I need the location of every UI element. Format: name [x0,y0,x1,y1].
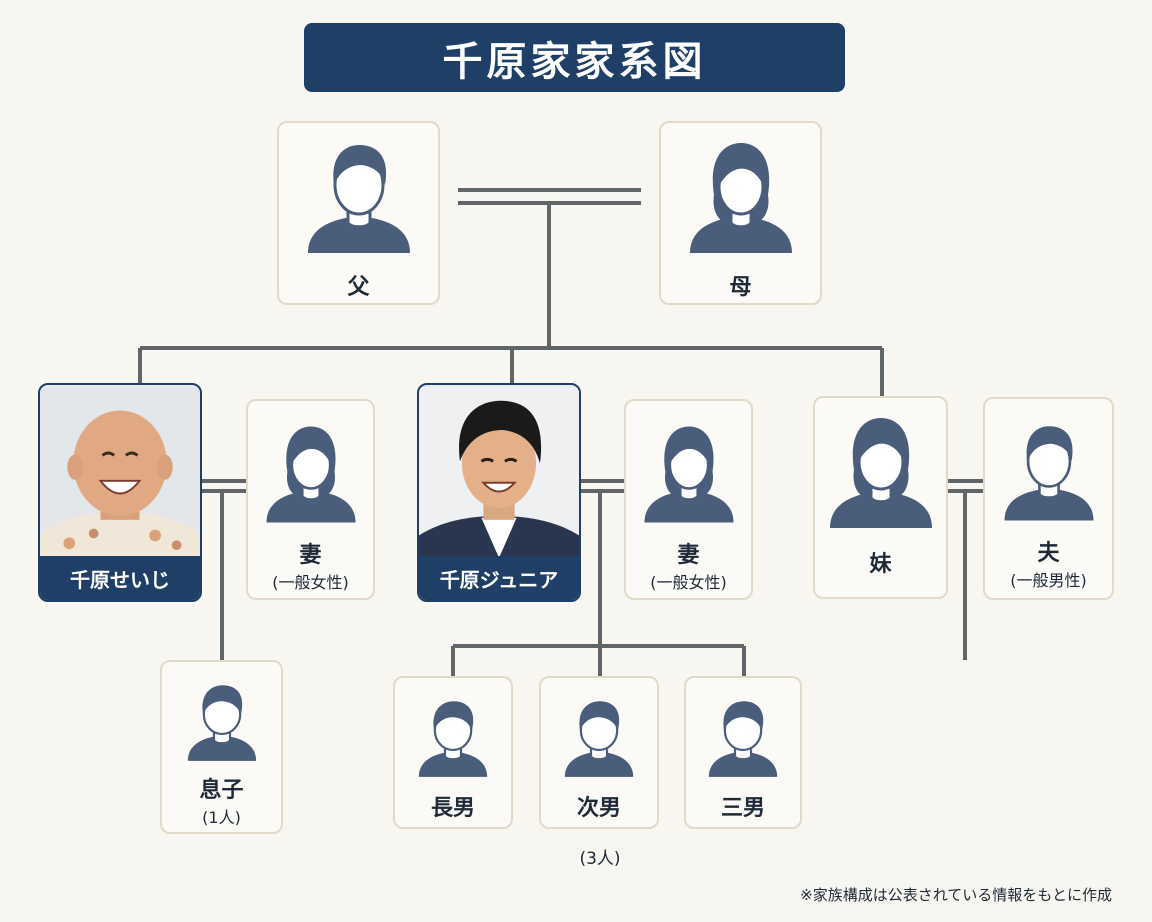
sister-husband-label: 夫 [1037,541,1060,566]
junior-wife-card: 妻 (一般女性) [624,399,753,600]
male-avatar-icon [1003,426,1094,521]
sister-husband-note: (一般男性) [1010,571,1087,590]
boy-avatar-icon [708,701,778,777]
second-son-label: 次男 [576,796,621,821]
female-avatar-icon [829,418,932,528]
seiji-name: 千原せいじ [40,556,200,600]
male-avatar-icon [307,145,410,253]
eldest-son-label: 長男 [430,796,475,821]
mother-label: 母 [729,275,752,300]
second-son-card: 次男 [539,676,659,829]
seiji-son-label: 息子 [199,778,244,803]
boy-avatar-icon [564,701,634,777]
female-avatar-icon [689,143,792,253]
junior-card: 千原ジュニア [417,383,581,602]
footnote: ※家族構成は公表されている情報をもとに作成 [800,886,1112,904]
seiji-wife-label: 妻 [299,543,322,568]
sister-husband-card: 夫 (一般男性) [983,397,1114,600]
boy-avatar-icon [418,701,488,777]
third-son-card: 三男 [684,676,802,829]
title-banner: 千原家家系図 [304,23,845,92]
page-title: 千原家家系図 [442,38,707,85]
junior-portrait [419,387,579,558]
junior-wife-label: 妻 [677,543,700,568]
seiji-son-note: (1人) [202,808,241,827]
mother-card: 母 [659,121,822,305]
boy-avatar-icon [187,685,256,761]
seiji-wife-card: 妻 (一般女性) [246,399,375,600]
father-label: 父 [347,275,370,300]
female-avatar-icon [643,426,734,523]
seiji-card: 千原せいじ [38,383,202,602]
junior-wife-note: (一般女性) [650,573,727,592]
seiji-portrait [40,387,200,558]
sister-label: 妹 [869,552,892,577]
third-son-label: 三男 [720,796,765,821]
sister-card: 妹 [813,396,948,599]
father-card: 父 [277,121,440,305]
female-avatar-icon [265,426,356,523]
junior-sons-count: (3人) [579,849,621,869]
seiji-son-card: 息子 (1人) [160,660,283,834]
junior-name: 千原ジュニア [419,556,579,600]
eldest-son-card: 長男 [393,676,513,829]
seiji-wife-note: (一般女性) [272,573,349,592]
